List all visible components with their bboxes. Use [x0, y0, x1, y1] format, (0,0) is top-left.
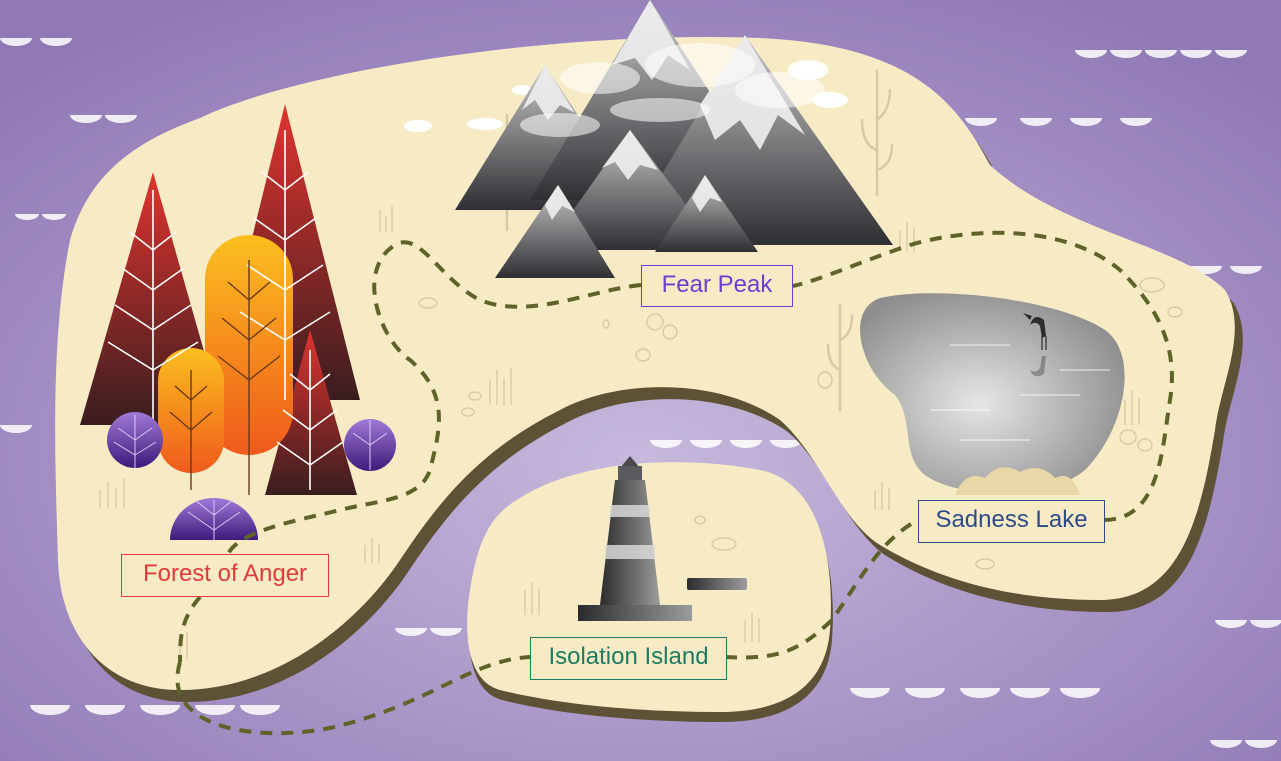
trees-icon [80, 104, 396, 540]
pebbles [418, 277, 1183, 570]
label-forest-of-anger[interactable]: Forest of Anger [121, 554, 329, 597]
label-fear-peak[interactable]: Fear Peak [641, 265, 793, 307]
lighthouse-icon [578, 456, 747, 621]
label-isolation-island[interactable]: Isolation Island [530, 637, 727, 680]
label-sadness-lake[interactable]: Sadness Lake [918, 500, 1105, 543]
sea-waves [0, 38, 1281, 748]
mountains-icon [455, 0, 893, 278]
heron-icon [1023, 313, 1047, 377]
lake-icon [860, 293, 1125, 495]
dashed-trail [175, 230, 1174, 736]
